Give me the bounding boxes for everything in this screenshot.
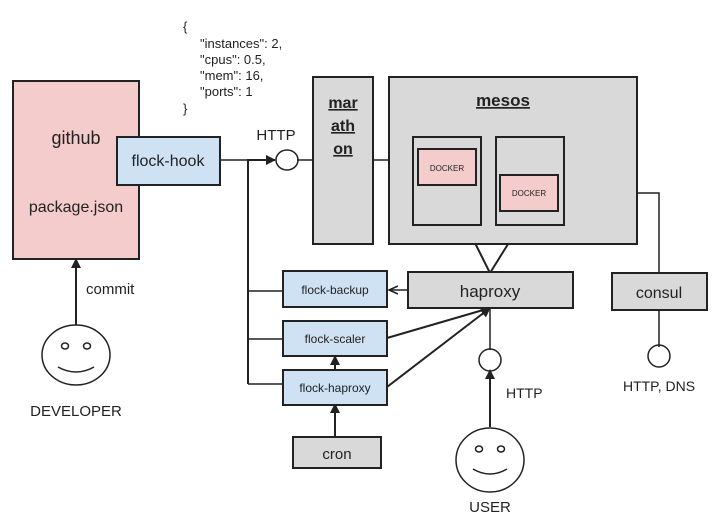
json-line-instances: "instances": 2, — [200, 36, 282, 51]
flock-hook-box[interactable] — [116, 136, 221, 186]
marathon-label-1: mar — [328, 95, 357, 112]
docker-1-label: DOCKER — [430, 164, 464, 173]
json-line-mem: "mem": 16, — [200, 68, 263, 83]
haproxy-node[interactable]: haproxy — [407, 271, 574, 309]
flock-haproxy-box[interactable] — [282, 369, 388, 406]
user-eye-left — [474, 445, 484, 453]
marathon-label-2: ath — [331, 118, 355, 135]
haproxy-label: haproxy — [460, 282, 521, 301]
developer-smile — [57, 366, 95, 373]
flock-backup-node[interactable]: flock-backup — [282, 270, 388, 308]
marathon-box[interactable] — [312, 76, 374, 245]
cron-node[interactable]: cron — [292, 436, 382, 469]
flock-backup-box[interactable] — [282, 270, 388, 308]
consul-node[interactable]: consul — [611, 272, 708, 311]
developer-actor: commit DEVELOPER — [30, 281, 135, 420]
consul-box[interactable] — [611, 272, 708, 311]
mesos-node[interactable]: mesos DOCKER DOCKER — [388, 76, 638, 245]
config-json: { "instances": 2, "cpus": 0.5, "mem": 16… — [183, 19, 282, 116]
marathon-label-3: on — [333, 141, 353, 158]
flockhaproxy-to-haproxy-arrow — [386, 307, 491, 388]
docker-1-box[interactable] — [417, 148, 477, 186]
flock-scaler-node[interactable]: flock-scaler — [282, 320, 388, 357]
developer-eye-left — [60, 342, 70, 350]
flock-hook-node[interactable]: flock-hook — [116, 136, 221, 186]
user-smiley-icon — [455, 427, 525, 493]
json-line-cpus: "cpus": 0.5, — [200, 52, 266, 67]
json-line-ports: "ports": 1 — [200, 84, 253, 99]
consul-label: consul — [636, 285, 682, 302]
http-label-user: HTTP — [506, 385, 543, 401]
json-open-brace: { — [183, 19, 188, 34]
flock-hook-label: flock-hook — [132, 153, 206, 170]
flock-haproxy-label: flock-haproxy — [299, 381, 370, 395]
http-dns-label: HTTP, DNS — [623, 378, 695, 394]
developer-label: DEVELOPER — [30, 403, 122, 420]
developer-eye-right — [82, 342, 92, 350]
json-close-brace: } — [183, 101, 188, 116]
scaler-to-haproxy-arrow — [386, 305, 491, 339]
user-actor: USER — [455, 427, 525, 516]
marathon-node[interactable]: mar ath on — [312, 76, 374, 245]
flock-backup-label: flock-backup — [301, 283, 369, 297]
cron-box[interactable] — [292, 436, 382, 469]
developer-smiley-icon — [41, 324, 111, 386]
http-dns-endpoint-icon — [647, 344, 671, 368]
http-label-top: HTTP — [256, 127, 295, 144]
http-endpoint-icon — [275, 149, 299, 171]
flock-scaler-box[interactable] — [282, 320, 388, 357]
user-smile — [472, 468, 508, 475]
user-eye-right — [496, 445, 506, 453]
github-subtitle: package.json — [29, 199, 123, 216]
flock-scaler-label: flock-scaler — [305, 332, 366, 346]
commit-label: commit — [86, 281, 135, 298]
mesos-label: mesos — [476, 91, 530, 110]
github-title: github — [51, 128, 100, 148]
flock-haproxy-node[interactable]: flock-haproxy — [282, 369, 388, 406]
user-http-endpoint-icon — [478, 348, 502, 372]
cron-label: cron — [322, 446, 351, 463]
docker-2-box[interactable] — [499, 174, 559, 212]
docker-2-label: DOCKER — [512, 189, 546, 198]
haproxy-box[interactable] — [407, 271, 574, 309]
user-label: USER — [469, 499, 511, 516]
